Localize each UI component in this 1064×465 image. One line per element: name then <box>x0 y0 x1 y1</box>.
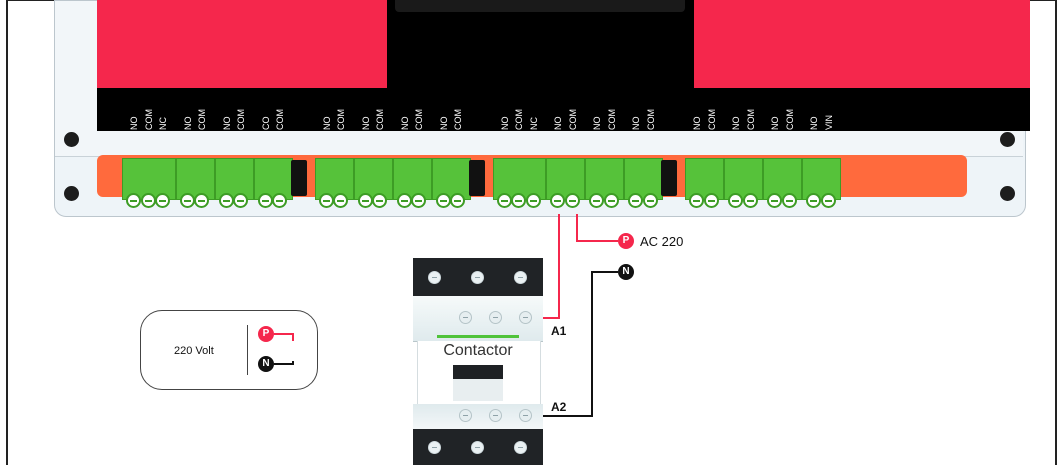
mount-screw <box>1000 186 1015 201</box>
contactor: Contactor <box>413 258 543 465</box>
screw-icon <box>428 441 441 454</box>
terminal-screw-icon[interactable] <box>126 193 141 208</box>
neutral-badge: N <box>618 264 634 280</box>
screw-icon <box>471 271 484 284</box>
mount-screw <box>1000 132 1015 147</box>
terminal-block <box>546 158 585 200</box>
legend-voltage-label: 220 Volt <box>174 345 214 357</box>
terminal-block <box>353 158 393 200</box>
terminal-block <box>431 158 471 200</box>
terminal-screw-icon[interactable] <box>742 193 758 208</box>
terminal-screw-icon[interactable] <box>218 193 234 208</box>
terminal-screw-icon[interactable] <box>318 193 334 208</box>
phase-supply-label: AC 220 <box>640 234 684 249</box>
contactor-indicator-bar <box>437 335 519 338</box>
terminal-block <box>763 158 802 200</box>
screw-icon <box>459 311 472 324</box>
terminal-block <box>253 158 293 200</box>
phase-supply-wire <box>576 214 618 242</box>
terminal-screw-icon[interactable] <box>550 193 565 208</box>
terminal-screw-icon[interactable] <box>435 193 451 208</box>
terminal-screw-icon[interactable] <box>357 193 373 208</box>
terminal-screw-icon[interactable] <box>194 193 209 208</box>
coil-terminal-a2-label: A2 <box>551 400 567 414</box>
screw-icon <box>428 271 441 284</box>
terminal-screw-icon[interactable] <box>396 193 412 208</box>
mount-screw <box>64 132 79 147</box>
contactor-window <box>453 365 503 379</box>
terminal-block <box>624 158 663 200</box>
screw-icon <box>519 311 532 324</box>
terminal-spacer <box>468 160 485 196</box>
terminal-block <box>314 158 354 200</box>
contactor-top-terminals <box>413 258 543 296</box>
terminal-screw-icon[interactable] <box>140 193 156 208</box>
phase-wire-to-a1 <box>543 214 560 319</box>
contactor-coil-terminal-lower <box>413 404 543 429</box>
terminal-screw-icon[interactable] <box>450 193 465 208</box>
screw-icon <box>489 311 502 324</box>
terminal-screw-icon[interactable] <box>411 193 426 208</box>
neutral-wire-to-a2 <box>543 271 618 417</box>
screw-icon <box>514 441 527 454</box>
terminal-block <box>685 158 724 200</box>
terminal-screw-icon[interactable] <box>233 193 248 208</box>
legend-neutral-badge: N <box>258 356 274 372</box>
terminal-spacer <box>290 160 307 196</box>
screw-icon <box>471 441 484 454</box>
voltage-legend: 220 Volt P N <box>140 310 318 390</box>
contactor-plate <box>453 379 503 401</box>
terminal-block <box>802 158 841 200</box>
relay-block-right <box>694 0 1030 88</box>
terminal-screw-icon[interactable] <box>642 193 658 208</box>
center-housing <box>387 0 694 90</box>
terminal-screw-icon[interactable] <box>179 193 195 208</box>
contactor-bottom-terminals <box>413 429 543 465</box>
terminal-screw-icon[interactable] <box>589 193 604 208</box>
coil-terminal-a1-label: A1 <box>551 324 567 338</box>
mount-screw <box>64 186 79 201</box>
terminal-block <box>392 158 432 200</box>
terminal-screw-icon[interactable] <box>806 193 821 208</box>
terminal-screw-icon[interactable] <box>767 193 782 208</box>
relay-block-left <box>97 0 387 88</box>
center-housing-lip <box>395 0 685 12</box>
terminal-spacer <box>661 160 677 196</box>
terminal-screw-icon[interactable] <box>525 193 541 208</box>
terminal-screw-icon[interactable] <box>689 193 704 208</box>
screw-icon <box>489 409 502 422</box>
terminal-screw-icon[interactable] <box>496 193 512 208</box>
label-strip <box>97 88 1030 131</box>
terminal-screw-icon[interactable] <box>820 193 836 208</box>
terminal-screw-icon[interactable] <box>155 193 170 208</box>
terminal-screw-icon[interactable] <box>372 193 387 208</box>
screw-icon <box>519 409 532 422</box>
contactor-name: Contactor <box>443 342 513 359</box>
terminal-screw-icon[interactable] <box>628 193 643 208</box>
screw-icon <box>459 409 472 422</box>
legend-divider <box>247 325 248 375</box>
terminal-screw-icon[interactable] <box>272 193 287 208</box>
terminal-screw-icon[interactable] <box>257 193 273 208</box>
terminal-screw-icon[interactable] <box>728 193 743 208</box>
screw-icon <box>514 271 527 284</box>
terminal-screw-icon[interactable] <box>703 193 719 208</box>
terminal-screw-icon[interactable] <box>781 193 797 208</box>
terminal-block <box>175 158 215 200</box>
terminal-screw-icon[interactable] <box>333 193 348 208</box>
legend-wire-stubs <box>274 333 294 365</box>
phase-badge: P <box>618 233 634 249</box>
terminal-screw-icon[interactable] <box>564 193 580 208</box>
terminal-screw-icon[interactable] <box>603 193 619 208</box>
legend-phase-badge: P <box>258 326 274 342</box>
terminal-screw-icon[interactable] <box>511 193 526 208</box>
